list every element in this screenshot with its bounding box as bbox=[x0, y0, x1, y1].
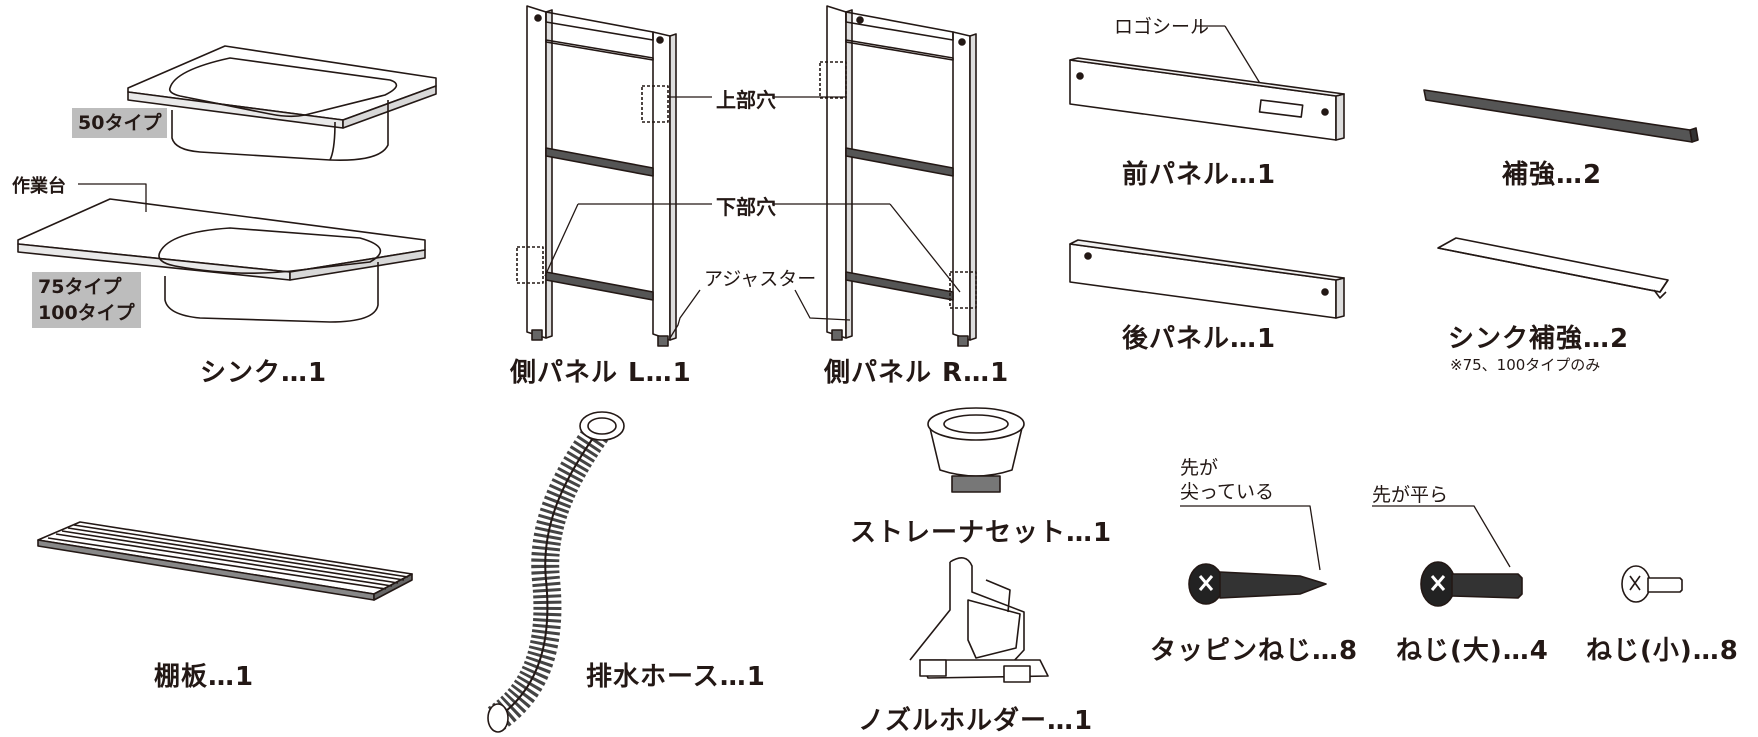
logo-seal-callout: ロゴシール bbox=[1114, 16, 1210, 38]
tapping-screw-drawing bbox=[1188, 563, 1327, 605]
side-panel-l-drawing bbox=[516, 5, 677, 347]
screw-large-drawing bbox=[1420, 561, 1523, 607]
side-panel-l-label: 側パネル L…1 bbox=[510, 358, 692, 388]
front-panel-drawing bbox=[1069, 57, 1345, 141]
drain-hose-drawing bbox=[485, 411, 625, 733]
sink-large-drawing bbox=[17, 198, 426, 323]
tapping-screw-label: タッピンねじ…8 bbox=[1150, 636, 1359, 666]
type50-tag: 50タイプ bbox=[72, 108, 168, 138]
strainer-drawing bbox=[927, 407, 1025, 493]
upper-hole-callout: 上部穴 bbox=[716, 88, 776, 112]
reinforcement-label: 補強…2 bbox=[1502, 160, 1603, 190]
lower-hole-callout: 下部穴 bbox=[716, 195, 776, 219]
nozzle-holder-label: ノズルホルダー…1 bbox=[858, 706, 1094, 736]
screw-small-drawing bbox=[1621, 565, 1683, 603]
reinforcement-drawing bbox=[1423, 89, 1699, 143]
side-panel-r-drawing bbox=[819, 5, 977, 347]
type75-100-tag: 75タイプ 100タイプ bbox=[32, 272, 141, 328]
screw-large-label: ねじ(大)…4 bbox=[1396, 636, 1549, 666]
worktop-callout: 作業台 bbox=[12, 176, 66, 197]
front-panel-label: 前パネル…1 bbox=[1122, 160, 1277, 190]
shelf-drawing bbox=[37, 521, 413, 601]
sink-reinforcement-label: シンク補強…2 bbox=[1448, 324, 1630, 354]
screw-small-label: ねじ(小)…8 bbox=[1586, 636, 1739, 666]
sink-reinforcement-drawing bbox=[1437, 237, 1669, 299]
sink-label: シンク…1 bbox=[200, 358, 328, 388]
pointed-tip-callout: 先が 尖っている bbox=[1180, 457, 1275, 503]
callout-lines bbox=[78, 25, 1511, 571]
flat-tip-callout: 先が平ら bbox=[1372, 484, 1449, 506]
shelf-label: 棚板…1 bbox=[154, 662, 255, 692]
adjuster-callout: アジャスター bbox=[704, 268, 817, 290]
nozzle-holder-drawing bbox=[909, 557, 1049, 683]
drain-hose-label: 排水ホース…1 bbox=[586, 662, 766, 692]
strainer-label: ストレーナセット…1 bbox=[850, 518, 1113, 548]
side-panel-r-label: 側パネル R…1 bbox=[824, 358, 1010, 388]
back-panel-drawing bbox=[1069, 239, 1345, 319]
sink-reinforcement-note: ※75、100タイプのみ bbox=[1450, 356, 1601, 374]
sink-small-drawing bbox=[127, 45, 437, 162]
back-panel-label: 後パネル…1 bbox=[1122, 324, 1277, 354]
